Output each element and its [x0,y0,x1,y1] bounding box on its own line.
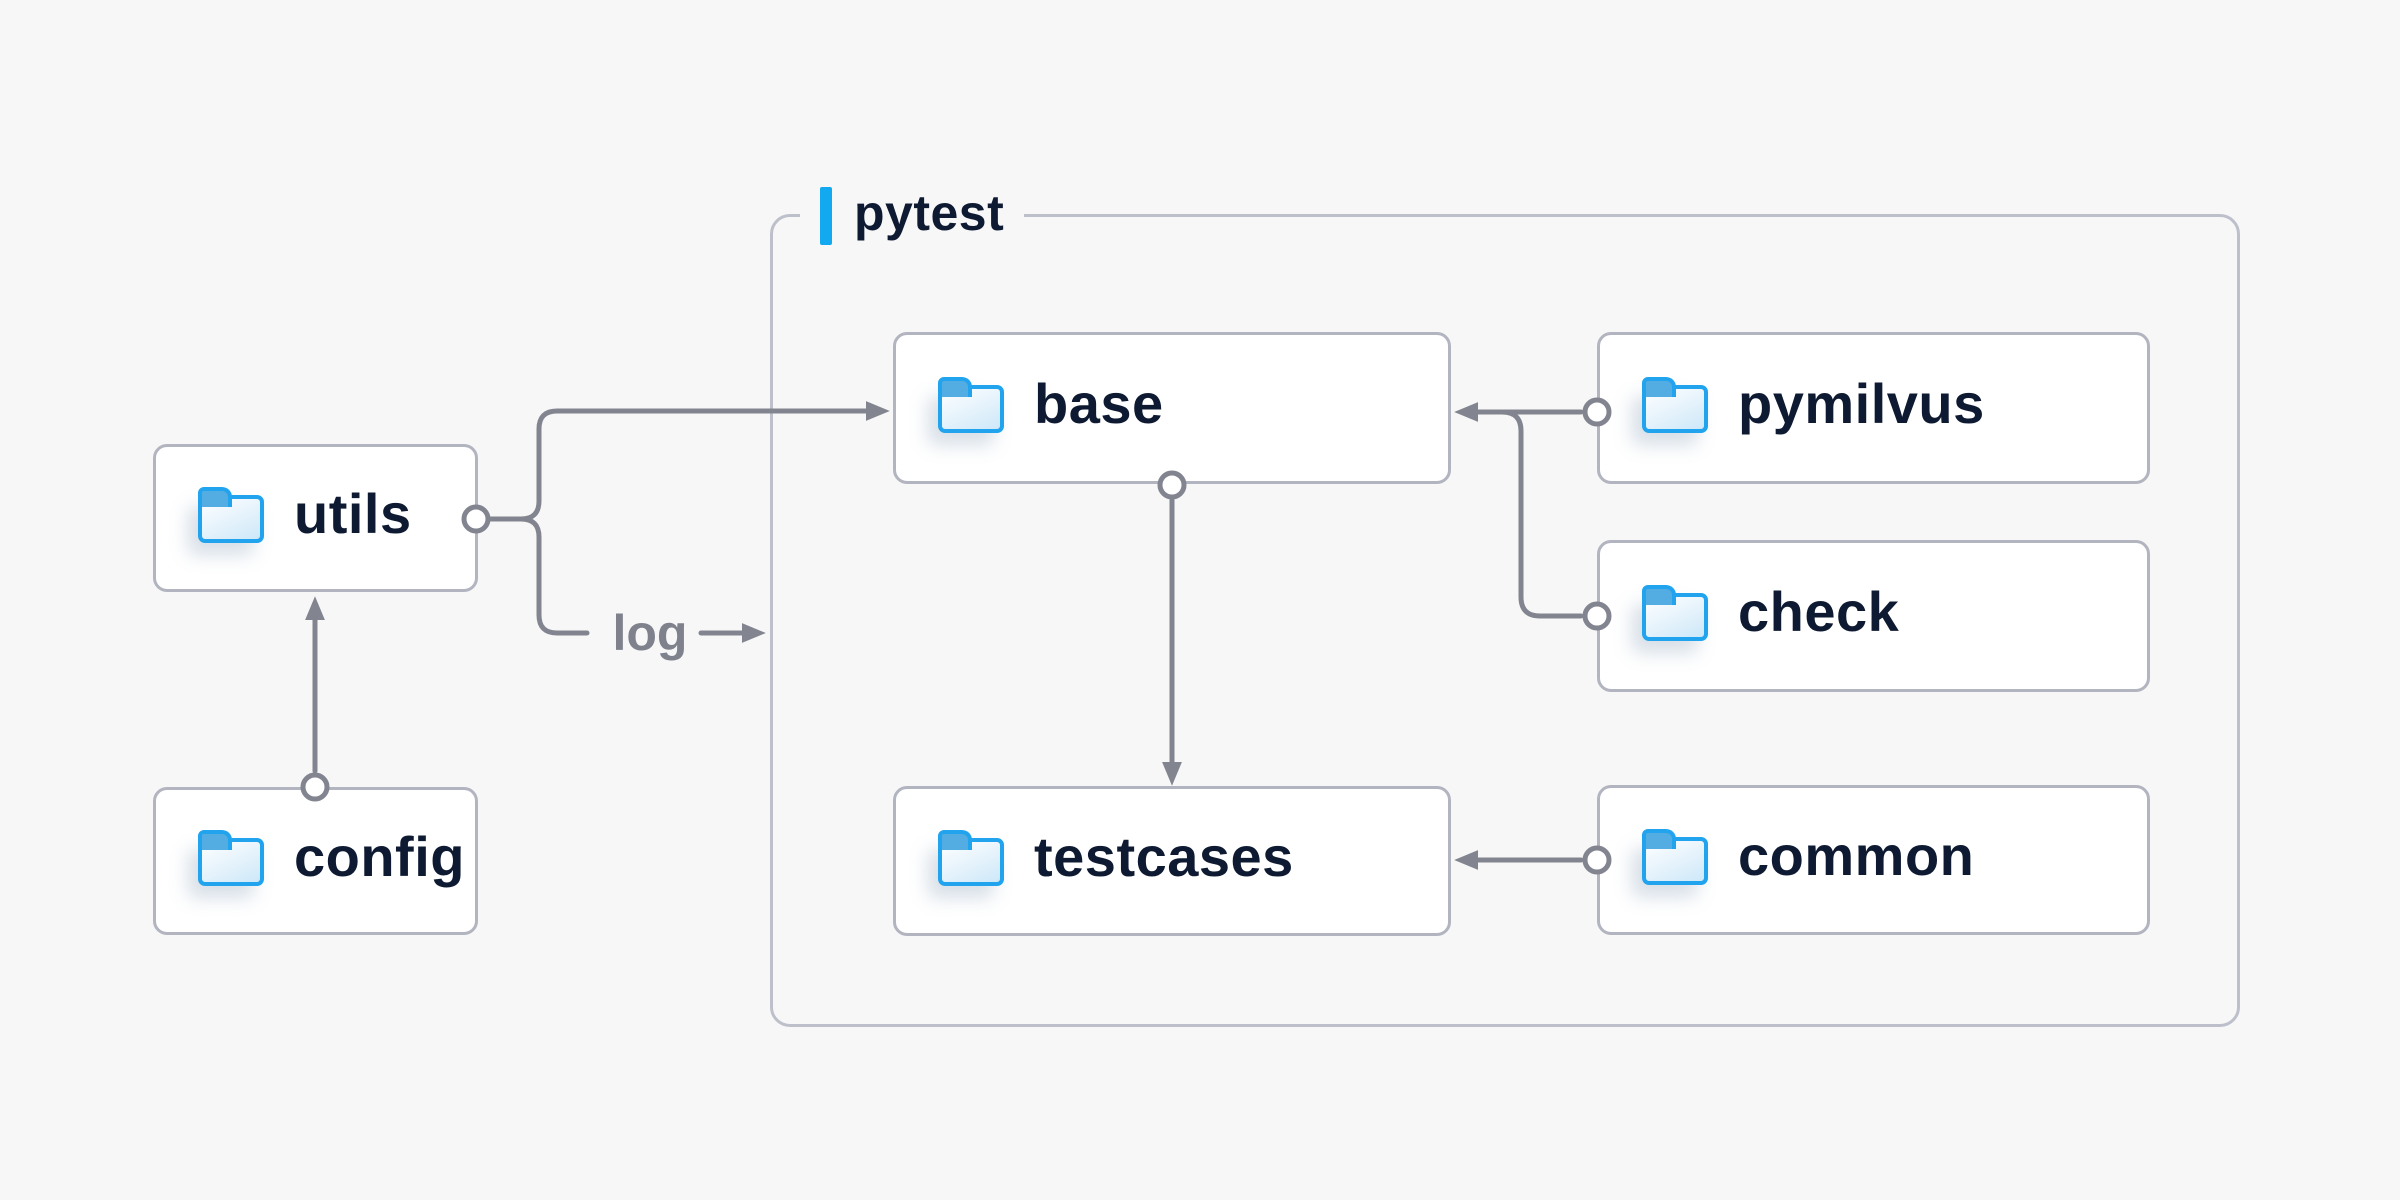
folder-icon [198,487,264,543]
node-label: check [1738,580,1900,643]
group-label-text: pytest [854,185,1005,241]
folder-icon [938,830,1004,886]
node-label: testcases [1034,825,1294,888]
folder-icon [198,830,264,886]
node-label: pymilvus [1738,372,1985,435]
pytest-group-label: pytest [800,184,1025,248]
folder-icon [1642,377,1708,433]
folder-icon [938,377,1004,433]
node-common: common [1597,785,2150,935]
node-label: config [294,825,465,888]
edge-label-log: log [612,605,688,661]
node-config: config [153,787,478,935]
node-base: base [893,332,1451,484]
folder-icon [1642,585,1708,641]
folder-icon [1642,829,1708,885]
accent-bar-icon [820,187,832,245]
node-label: utils [294,482,412,545]
node-pymilvus: pymilvus [1597,332,2150,484]
node-label: common [1738,824,1975,887]
node-label: base [1034,372,1164,435]
node-check: check [1597,540,2150,692]
node-testcases: testcases [893,786,1451,936]
pytest-group-border [770,214,2240,1027]
node-utils: utils [153,444,478,592]
